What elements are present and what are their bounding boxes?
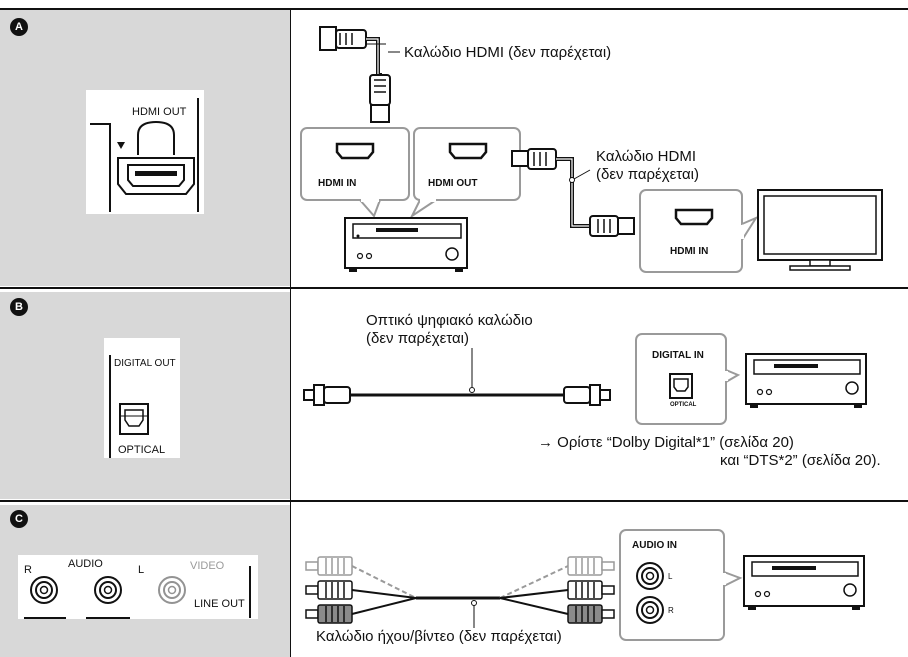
- divider-ab: [0, 287, 908, 289]
- player-hdmi-out-label: HDMI OUT: [132, 106, 187, 118]
- tv: [757, 189, 883, 271]
- av-receiver-callout-out: [409, 127, 521, 219]
- optical-cable-label-line2: (δεν παρέχεται): [366, 330, 470, 347]
- jack-audio-label: AUDIO: [68, 558, 103, 570]
- optical-cable: [303, 348, 611, 406]
- jack-video-label: VIDEO: [190, 560, 225, 572]
- player-optical-label: OPTICAL: [118, 444, 166, 456]
- vsep-c: [290, 502, 291, 657]
- av-cable-label: Καλώδιο ήχου/βίντεο (δεν παρέχεται): [316, 628, 562, 645]
- optical-cable-label-line1: Οπτικό ψηφιακό καλώδιο: [366, 312, 533, 329]
- receiver-audio-in-label: AUDIO IN: [632, 540, 677, 551]
- av-receiver-b: [745, 353, 867, 408]
- hdmi-cable-1: [319, 26, 391, 123]
- receiver-r-label: R: [668, 606, 674, 615]
- hdmi-cable-2-label-line2: (δεν παρέχεται): [596, 166, 700, 183]
- section-c-badge: C: [10, 510, 28, 528]
- panel-c-white: [18, 555, 258, 619]
- receiver-hdmi-out-label: HDMI OUT: [428, 178, 478, 189]
- hdmi-cable-2-label-line1: Καλώδιο HDMI: [596, 148, 696, 165]
- audio-in-callout: [619, 529, 743, 641]
- vsep-b: [290, 289, 291, 500]
- settings-note-line1: → Ορίστε “Dolby Digital*1” (σελίδα 20): [538, 434, 794, 451]
- digital-in-callout: [635, 333, 741, 425]
- vsep-a: [290, 10, 291, 287]
- divider-top: [0, 8, 908, 10]
- hdmi-cable-2: [511, 148, 635, 237]
- tv-callout: [639, 189, 759, 273]
- av-receiver-a: [344, 217, 468, 272]
- tv-hdmi-in-label: HDMI IN: [670, 246, 709, 257]
- player-digital-out-label: DIGITAL OUT: [114, 358, 176, 369]
- av-receiver-callout-in: [300, 127, 410, 218]
- jack-l-label: L: [138, 564, 145, 576]
- settings-note-line2: και “DTS*2” (σελίδα 20).: [720, 452, 881, 469]
- receiver-optical-label: OPTICAL: [670, 402, 697, 408]
- section-a-badge: A: [10, 18, 28, 36]
- av-cable: [305, 556, 615, 628]
- divider-bc: [0, 500, 908, 502]
- player-optical-port: [109, 355, 149, 458]
- player-hdmi-out-port: [90, 98, 199, 212]
- panel-b-white: [104, 338, 180, 458]
- line-out-label: LINE OUT: [194, 598, 245, 610]
- player-line-out-jacks: [24, 566, 251, 619]
- receiver-digital-in-label: DIGITAL IN: [652, 350, 704, 361]
- section-b-badge: B: [10, 298, 28, 316]
- receiver-l-label: L: [668, 572, 673, 581]
- hdmi-cable-1-label: Καλώδιο HDMI (δεν παρέχεται): [404, 44, 612, 61]
- jack-r-label: R: [24, 564, 32, 576]
- receiver-hdmi-in-label: HDMI IN: [318, 178, 357, 189]
- av-receiver-c: [743, 555, 865, 610]
